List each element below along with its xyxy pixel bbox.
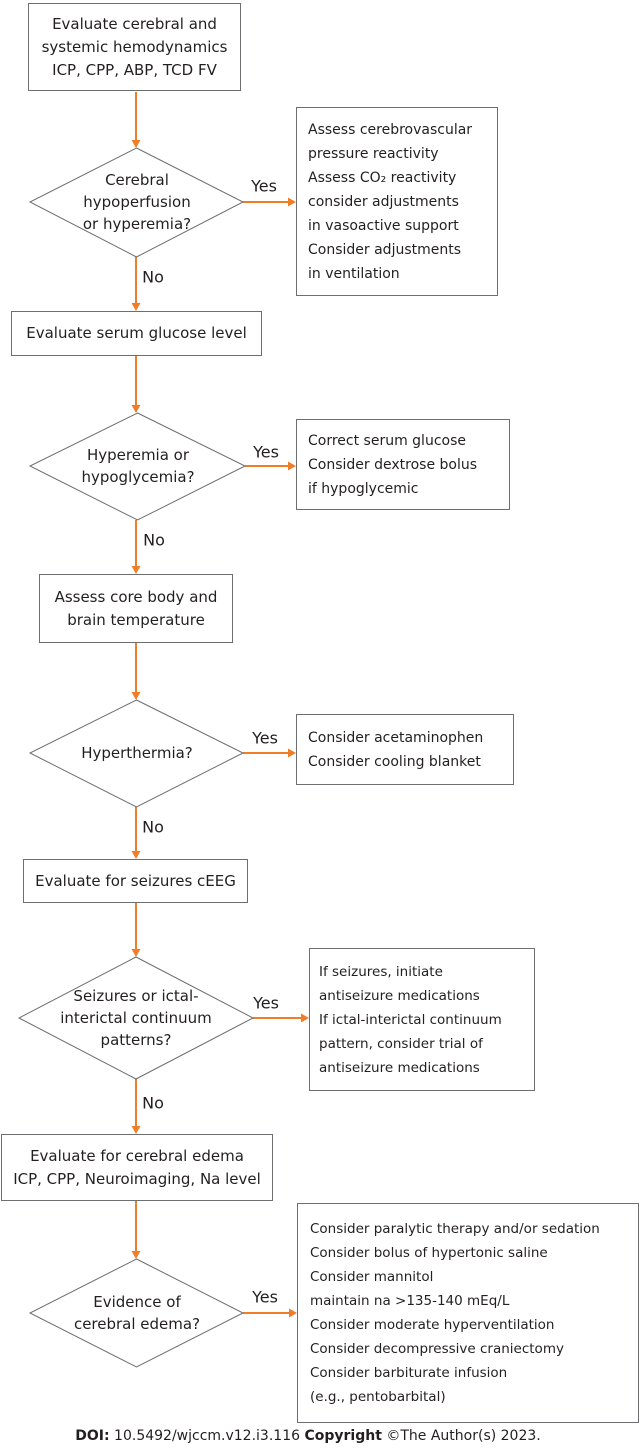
arrow-down-4 <box>131 520 141 574</box>
yes-label-3: Yes <box>252 728 278 748</box>
doi-label: DOI: <box>75 1428 110 1444</box>
yes-label-1: Yes <box>251 176 277 196</box>
doi-value: 10.5492/wjccm.v12.i3.116 <box>109 1428 305 1444</box>
process-assess-temperature: Assess core body and brain temperature <box>39 574 233 643</box>
action-hyperthermia-treatment: Consider acetaminophen Consider cooling … <box>296 714 514 785</box>
arrow-down-9 <box>131 1201 141 1259</box>
arrow-yes-2 <box>245 461 296 471</box>
action-cerebral-edema-treatment: Consider paralytic therapy and/or sedati… <box>297 1203 639 1423</box>
arrow-yes-4 <box>253 1013 309 1023</box>
arrow-down-7 <box>131 903 141 957</box>
arrow-down-6 <box>131 807 141 859</box>
no-label-4: No <box>142 1093 164 1113</box>
arrow-down-3 <box>131 356 141 413</box>
no-label-1: No <box>142 267 164 287</box>
arrow-down-1 <box>131 92 141 148</box>
footer-citation: DOI: 10.5492/wjccm.v12.i3.116 Copyright … <box>75 1428 540 1444</box>
no-label-2: No <box>143 530 165 550</box>
arrow-yes-3 <box>243 748 296 758</box>
yes-label-4: Yes <box>253 993 279 1013</box>
process-evaluate-serum-glucose: Evaluate serum glucose level <box>11 311 262 356</box>
decision-shape-cerebral-edema <box>28 1258 245 1368</box>
process-evaluate-hemodynamics: Evaluate cerebral and systemic hemodynam… <box>28 3 241 91</box>
decision-shape-seizures <box>17 956 255 1080</box>
decision-hypoglycemia-label: Hyperemia or hypoglycemia? <box>81 446 195 486</box>
decision-cerebral-edema-label: Evidence of cerebral edema? <box>73 1293 201 1333</box>
decision-shape-hypoperfusion <box>28 147 245 258</box>
decision-hyperthermia-label: Hyperthermia? <box>81 744 193 762</box>
yes-label-5: Yes <box>252 1287 278 1307</box>
arrow-yes-5 <box>243 1308 297 1318</box>
action-antiseizure-medications: If seizures, initiate antiseizure medica… <box>309 948 535 1091</box>
yes-label-2: Yes <box>253 442 279 462</box>
no-label-3: No <box>142 817 164 837</box>
action-correct-serum-glucose: Correct serum glucose Consider dextrose … <box>296 419 510 510</box>
decision-shape-hypoglycemia <box>28 412 247 521</box>
decision-seizures-label: Seizures or ictal- interictal continuum … <box>60 987 212 1049</box>
arrow-yes-1 <box>243 197 296 207</box>
decision-shape-hyperthermia <box>28 699 245 808</box>
copyright-value: ©The Author(s) 2023. <box>381 1428 541 1444</box>
process-evaluate-cerebral-edema: Evaluate for cerebral edema ICP, CPP, Ne… <box>1 1134 273 1201</box>
arrow-down-2 <box>131 257 141 311</box>
action-cerebrovascular-reactivity: Assess cerebrovascular pressure reactivi… <box>296 107 498 296</box>
arrow-down-8 <box>131 1079 141 1134</box>
copyright-label: Copyright <box>304 1428 382 1444</box>
decision-hypoperfusion-label: Cerebral hypoperfusion or hyperemia? <box>82 171 192 233</box>
arrow-down-5 <box>131 643 141 700</box>
process-evaluate-seizures: Evaluate for seizures cEEG <box>23 859 248 903</box>
